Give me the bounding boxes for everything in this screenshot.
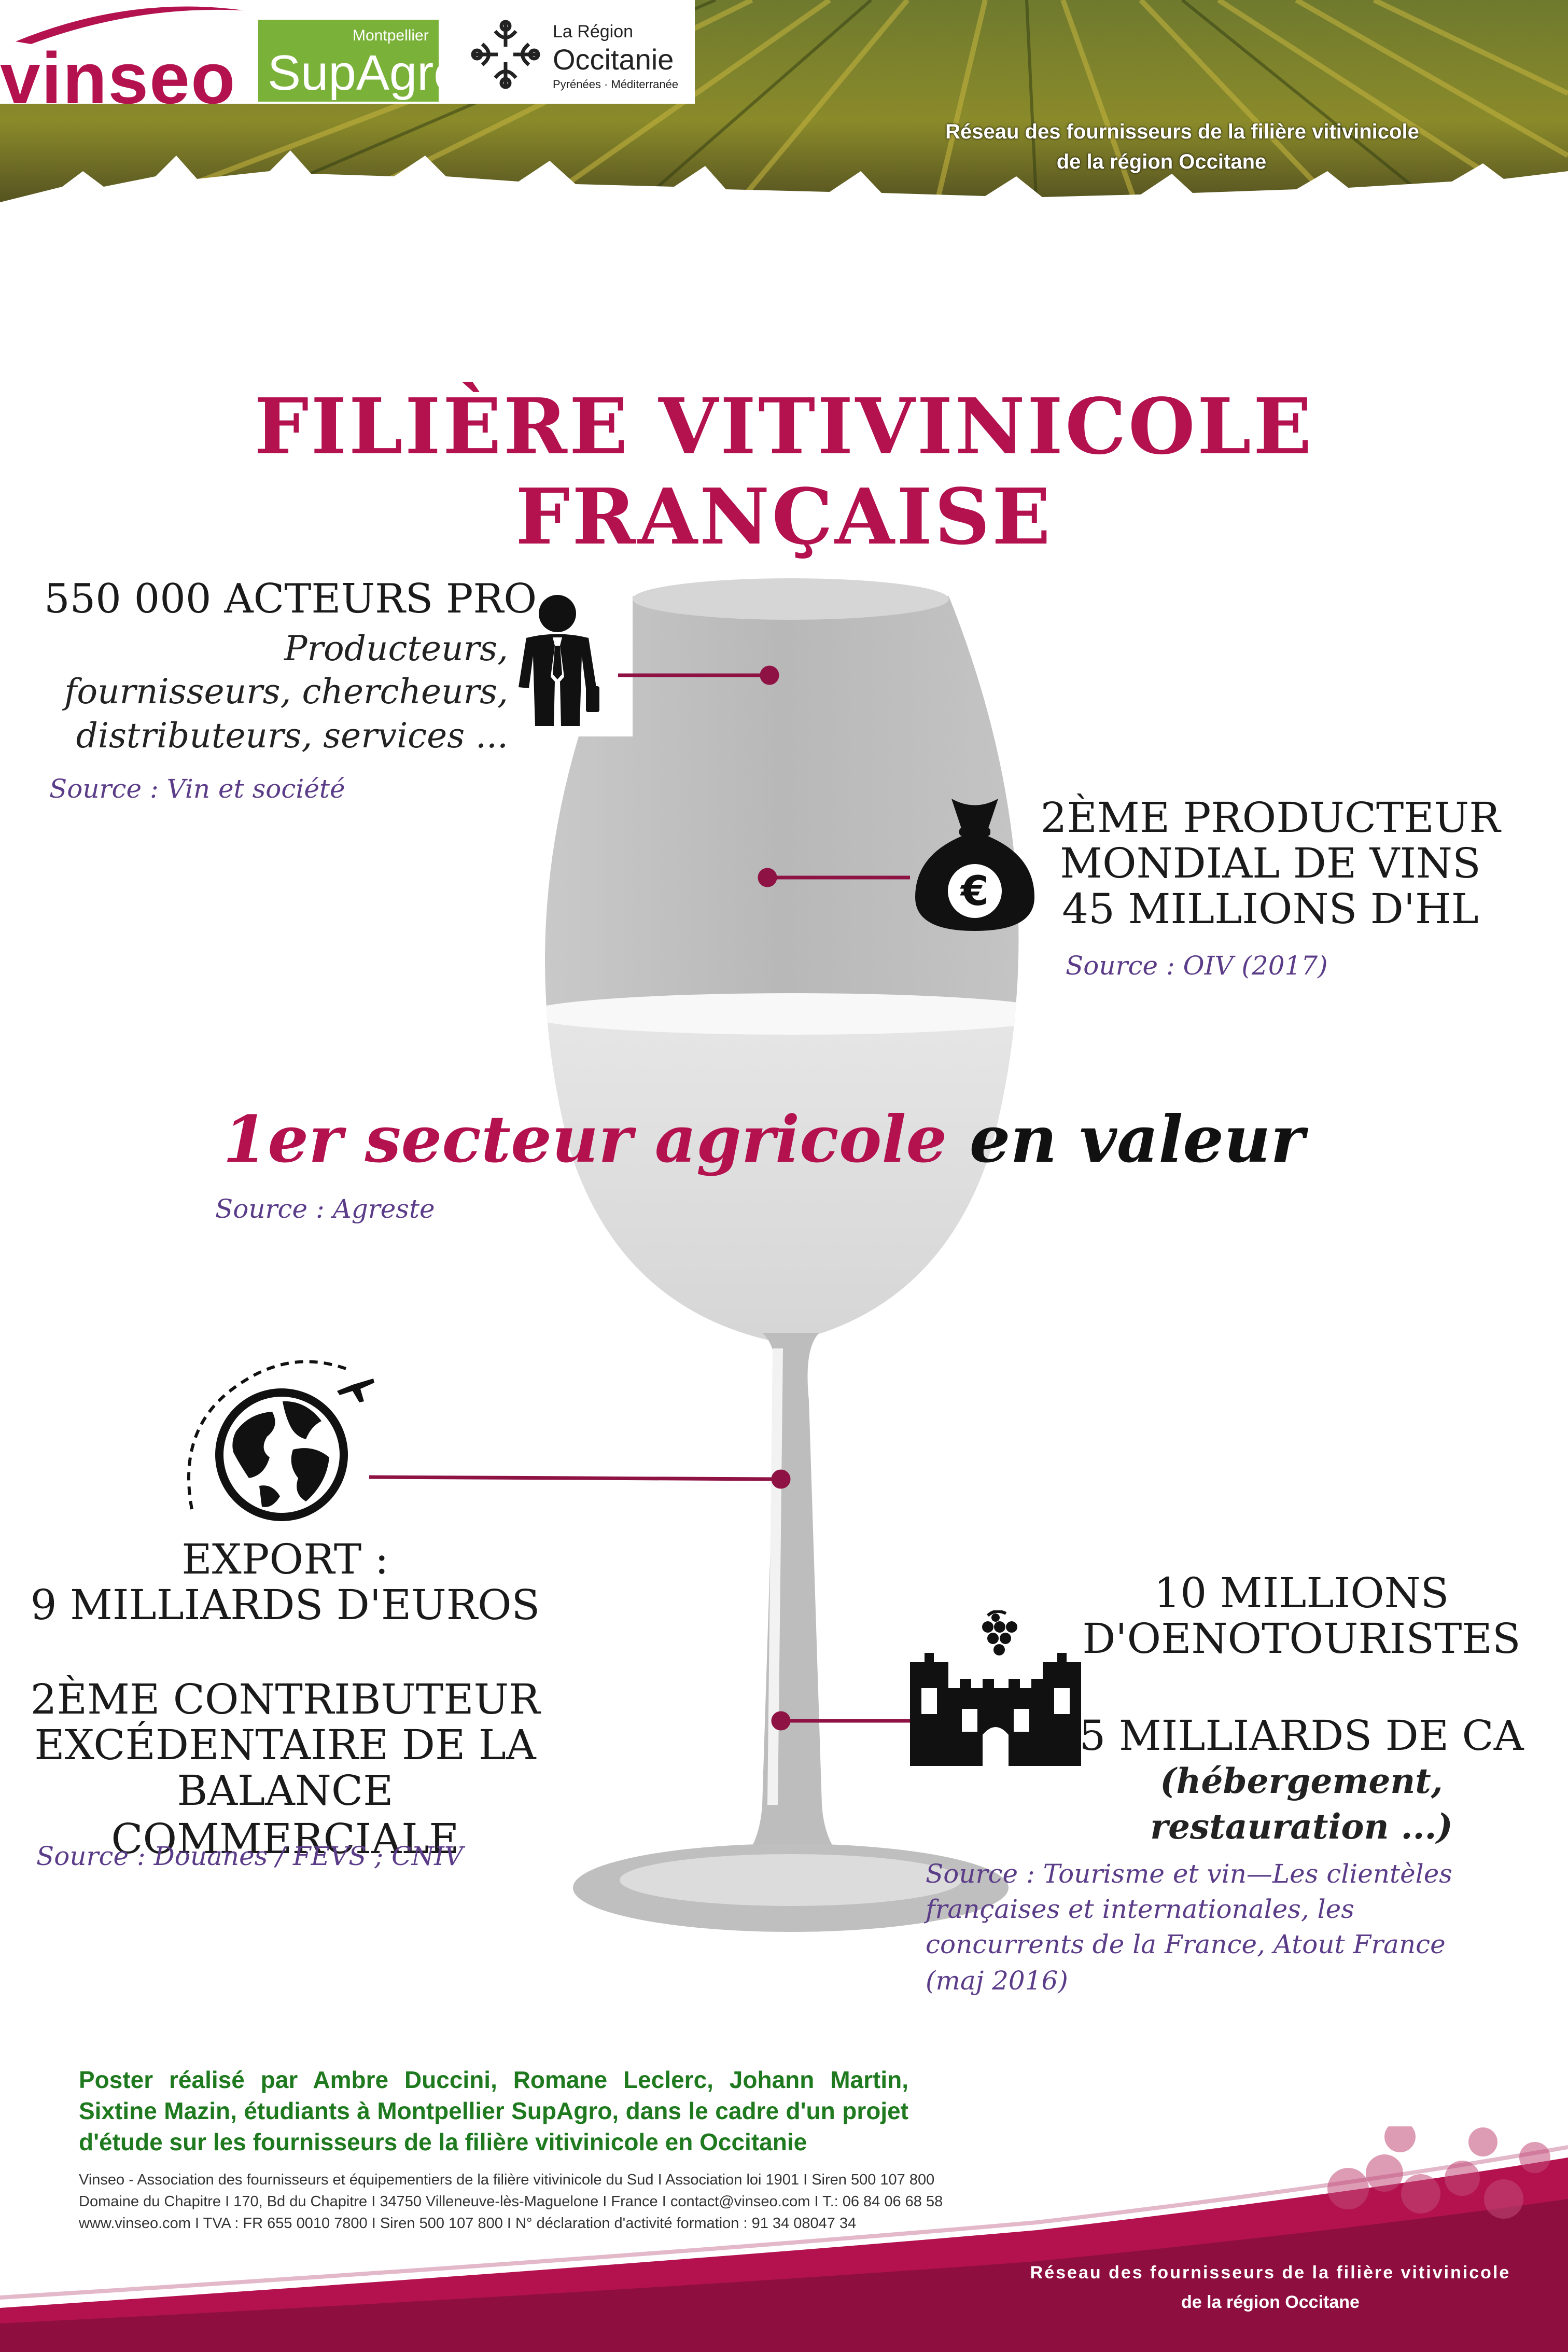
producer-source: Source : OIV (2017) — [1066, 951, 1328, 981]
region-logo-line1: La Région — [553, 22, 634, 41]
export-line5: BALANCE COMMERCIALE — [111, 1766, 459, 1863]
actors-line3: distributeurs, services ... — [76, 716, 508, 756]
export-line4: EXCÉDENTAIRE DE LA — [34, 1721, 536, 1769]
tourism-line3: 5 MILLIARDS DE CA — [1079, 1711, 1524, 1760]
connector-lines — [369, 665, 910, 1731]
export-source: Source : Douanes / FEVS ; CNIV — [36, 1841, 464, 1871]
footer-legal-line3: www.vinseo.com I TVA : FR 655 0010 7800 … — [79, 2215, 857, 2232]
supagro-logo-small: Montpellier — [353, 27, 429, 44]
supagro-logo-main: SupAgro — [268, 45, 461, 101]
actors-headline: 550 000 ACTEURS PRO : — [44, 576, 564, 622]
export-line2: 9 MILLIARDS D'EUROS — [30, 1581, 540, 1629]
tourism-line2: D'OENOTOURISTES — [1082, 1615, 1521, 1663]
footer-credit-line1: Poster réalisé par Ambre Duccini, Romane… — [79, 2066, 908, 2093]
footer-tagline-line1: Réseau des fournisseurs de la filière vi… — [1030, 2263, 1511, 2283]
actors-source: Source : Vin et société — [49, 774, 345, 804]
header-tagline-line1: Réseau des fournisseurs de la filière vi… — [945, 120, 1419, 143]
footer-wave — [0, 2126, 1568, 2352]
footer-legal: Vinseo - Association des fournisseurs et… — [79, 2169, 943, 2234]
export-line1: EXPORT : — [181, 1535, 389, 1583]
sector-rest: en valeur — [969, 1102, 1305, 1177]
producer-line3: 45 MILLIONS D'HL — [1062, 885, 1479, 933]
tourism-source-line4: (maj 2016) — [926, 1966, 1068, 1996]
tourism-line5: restauration ...) — [1150, 1806, 1453, 1847]
region-logo-line3: Pyrénées · Méditerranée — [553, 78, 679, 91]
actors-line2: fournisseurs, chercheurs, — [64, 672, 508, 712]
footer-credit-line2: Sixtine Mazin, étudiants à Montpellier S… — [79, 2097, 908, 2124]
chateau-grapes-icon — [910, 1610, 1081, 1766]
sector-statement: 1er secteur agricole en valeur — [223, 1102, 1305, 1177]
footer-legal-line1: Vinseo - Association des fournisseurs et… — [79, 2172, 935, 2188]
footer-legal-line2: Domaine du Chapitre I 170, Bd du Chapitr… — [79, 2193, 943, 2210]
footer-credit: Poster réalisé par Ambre Duccini, Romane… — [79, 2064, 908, 2158]
export-line3: 2ÈME CONTRIBUTEUR — [30, 1675, 540, 1723]
producer-line2: MONDIAL DE VINS — [1060, 839, 1481, 887]
tourism-source-line1: Source : Tourisme et vin—Les clientèles — [926, 1859, 1452, 1889]
money-bag-euro-icon: € — [915, 799, 1034, 931]
region-logo-line2: Occitanie — [553, 43, 674, 76]
svg-text:€: € — [960, 868, 989, 915]
tourism-line4: (hébergement, — [1160, 1761, 1443, 1801]
vinseo-logo: vinseo — [0, 37, 236, 119]
footer-tagline-line2: de la région Occitane — [1181, 2292, 1360, 2312]
header-banner: vinseo Montpellier SupAgro La Région Occ… — [0, 0, 1568, 270]
tourism-source-line2: françaises et internationales, les — [926, 1894, 1354, 1924]
tourism-source-line3: concurrents de la France, Atout France — [926, 1929, 1446, 1959]
sector-highlight: 1er secteur agricole — [223, 1102, 947, 1177]
businessman-icon — [519, 595, 599, 726]
wine-glass-illustration — [545, 578, 1019, 1932]
vineyard-background — [0, 0, 1568, 270]
occitanie-cross-icon — [471, 20, 540, 89]
vinseo-swoosh-icon — [16, 6, 244, 44]
actors-line1: Producteurs, — [284, 629, 508, 669]
page-title: FILIÈRE VITIVINICOLE FRANÇAISE — [254, 381, 1314, 562]
tourism-line1: 10 MILLIONS — [1154, 1569, 1449, 1617]
header-tagline-line2: de la région Occitane — [1056, 150, 1267, 173]
sector-source: Source : Agreste — [215, 1194, 435, 1224]
globe-airplane-icon — [187, 1360, 374, 1521]
footer-credit-line3: d'étude sur les fournisseurs de la filiè… — [79, 2128, 807, 2155]
supagro-logo: Montpellier SupAgro — [258, 20, 461, 102]
producer-line1: 2ÈME PRODUCTEUR — [1040, 794, 1501, 842]
